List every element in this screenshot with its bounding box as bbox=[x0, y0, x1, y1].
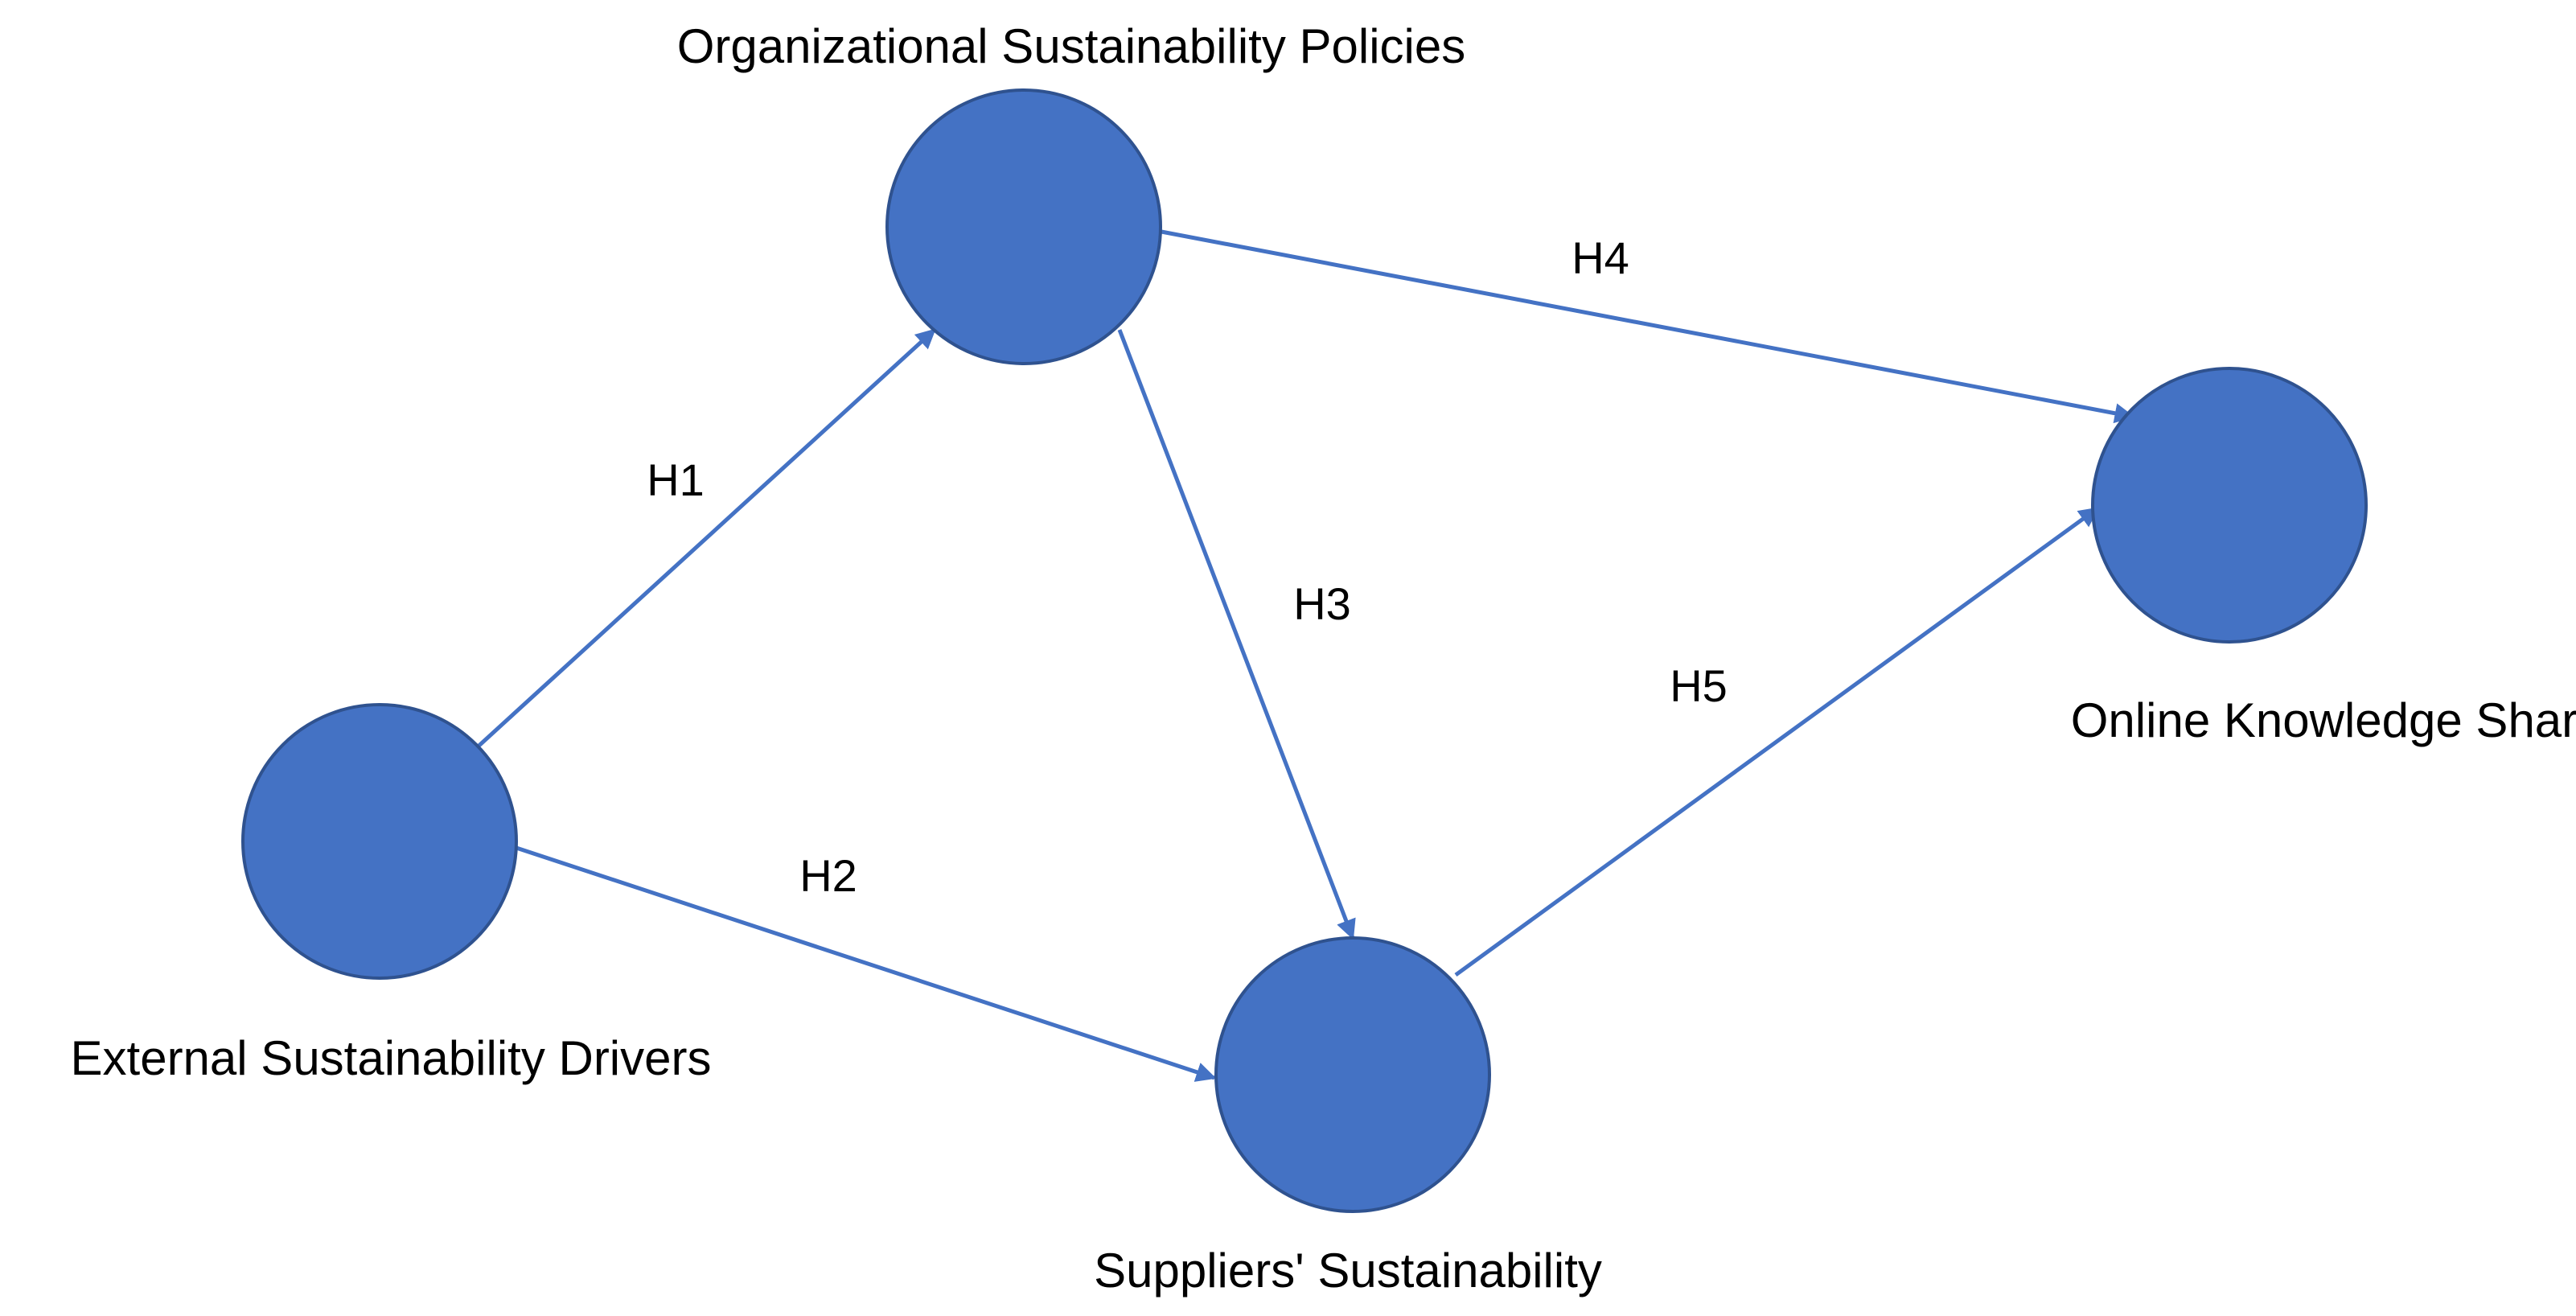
edge-labels: H1 H2 H3 H4 H5 bbox=[647, 232, 1728, 901]
edge-h2 bbox=[516, 845, 1217, 1082]
node-external-sustainability-drivers bbox=[241, 703, 518, 980]
node-label-external-sustainability-drivers: External Sustainability Drivers bbox=[71, 1031, 712, 1085]
edge-label-h1: H1 bbox=[647, 454, 705, 505]
node-organizational-sustainability-policies bbox=[885, 88, 1162, 365]
node-label-organizational-sustainability-policies: Organizational Sustainability Policies bbox=[677, 19, 1466, 73]
edge-h3 bbox=[1117, 329, 1356, 940]
edge-label-h5: H5 bbox=[1670, 660, 1728, 711]
node-labels: Organizational Sustainability Policies E… bbox=[71, 19, 2576, 1297]
node-label-online-knowledge-sharing: Online Knowledge Sharing bbox=[2071, 693, 2576, 747]
edge-label-h4: H4 bbox=[1571, 232, 1629, 283]
edges bbox=[473, 229, 2135, 1082]
edge-label-h2: H2 bbox=[799, 850, 857, 901]
node-label-suppliers-sustainability: Suppliers' Sustainability bbox=[1094, 1244, 1602, 1297]
nodes bbox=[241, 88, 2368, 1213]
node-suppliers-sustainability bbox=[1214, 936, 1491, 1213]
edge-h4 bbox=[1161, 229, 2135, 424]
node-online-knowledge-sharing bbox=[2091, 367, 2368, 644]
edge-h1 bbox=[473, 328, 936, 751]
edge-label-h3: H3 bbox=[1293, 578, 1351, 629]
edge-h5 bbox=[1454, 506, 2100, 977]
